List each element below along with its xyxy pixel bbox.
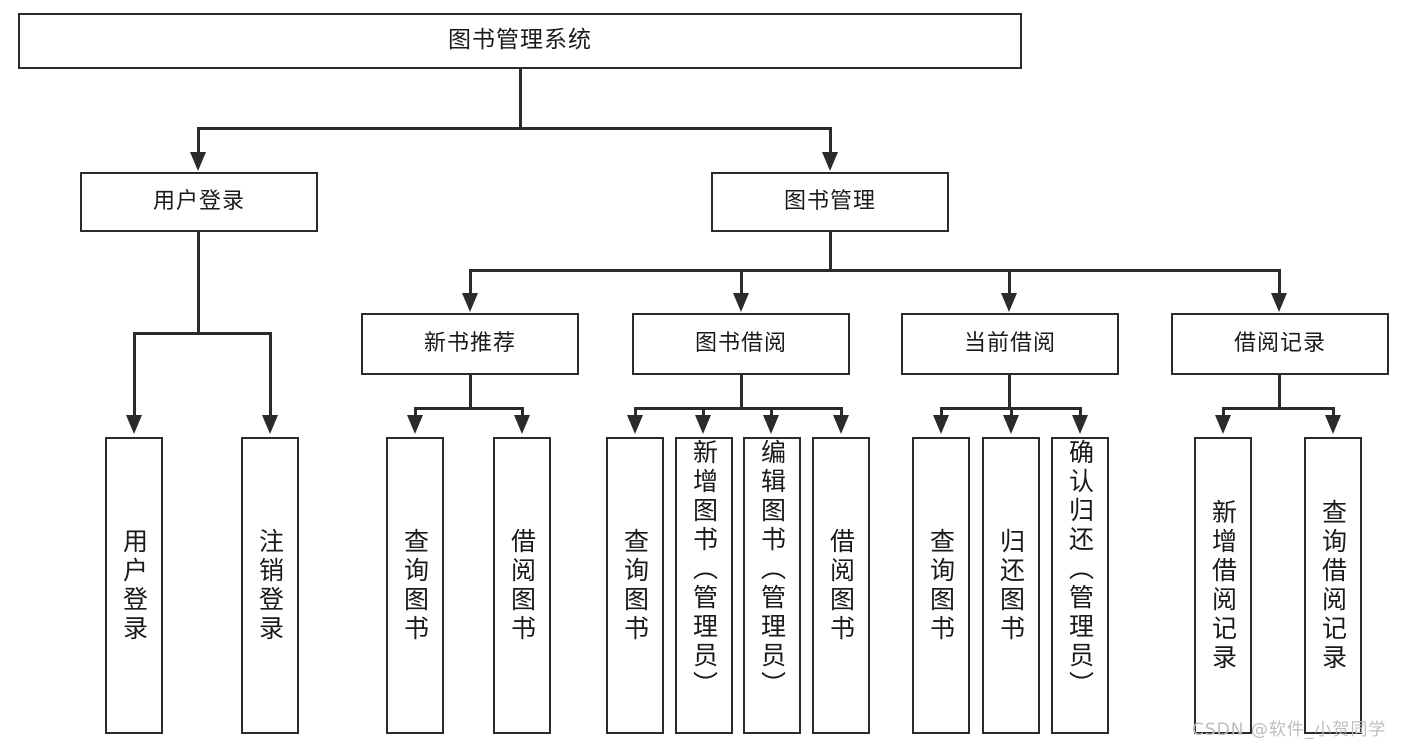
edge-root-stem: [519, 69, 522, 127]
leaf-label: 借阅图书: [826, 527, 856, 644]
leaf-logout[interactable]: 注销登录: [241, 437, 299, 734]
leaf-label: 查询图书: [620, 527, 650, 644]
edge-book-borrow-bar: [634, 407, 841, 410]
node-user-login[interactable]: 用户登录: [80, 172, 318, 232]
leaf-label: 借阅图书: [507, 527, 537, 644]
edge-current-borrow-stem: [1008, 375, 1011, 410]
node-current-borrow[interactable]: 当前借阅: [901, 313, 1119, 375]
leaf-label: 归还图书: [996, 527, 1026, 644]
leaf-edit-book-admin[interactable]: 编辑图书（管理员）: [743, 437, 801, 734]
leaf-label: 新增图书（管理员）: [689, 439, 719, 700]
leaf-label: 查询图书: [400, 527, 430, 644]
edge-new-book-recommend-stem: [469, 375, 472, 410]
node-label: 当前借阅: [963, 330, 1056, 356]
arrow-to-book-borrow: [733, 293, 749, 312]
arrow-to-book-mgmt: [822, 152, 838, 171]
arrow-leaf-query-record: [1325, 415, 1341, 434]
edge-book-mgmt-stem: [829, 232, 832, 272]
leaf-label: 新增借阅记录: [1208, 498, 1238, 673]
edge-user-login-stem: [197, 232, 200, 335]
edge-cb-branch-2: [1010, 407, 1013, 417]
leaf-label: 编辑图书（管理员）: [757, 439, 787, 700]
arrow-leaf-return-book: [1003, 415, 1019, 434]
node-label: 用户登录: [152, 188, 245, 214]
edge-book-mgmt-bar: [469, 269, 1281, 272]
arrow-leaf-add-book: [695, 415, 711, 434]
leaf-query-books-borrow[interactable]: 查询图书: [606, 437, 664, 734]
arrow-to-user-login: [190, 152, 206, 171]
edge-user-login-branch-2: [269, 332, 272, 417]
leaf-query-books-recommend[interactable]: 查询图书: [386, 437, 444, 734]
arrow-leaf-user-login: [126, 415, 142, 434]
arrow-leaf-borrow-books-1: [514, 415, 530, 434]
node-label: 图书借阅: [694, 330, 787, 356]
leaf-add-borrow-record[interactable]: 新增借阅记录: [1194, 437, 1252, 734]
edge-user-login-branch-1: [133, 332, 136, 417]
edge-bb-branch-1: [634, 407, 637, 417]
edge-to-borrow-record: [1278, 269, 1281, 295]
node-book-borrow[interactable]: 图书借阅: [632, 313, 850, 375]
edge-to-current-borrow: [1008, 269, 1011, 295]
node-book-management[interactable]: 图书管理: [711, 172, 949, 232]
edge-borrow-record-bar: [1222, 407, 1335, 410]
node-label: 图书管理系统: [448, 27, 592, 54]
node-label: 图书管理: [783, 188, 876, 214]
edge-root-bar: [197, 127, 832, 130]
edge-user-login-bar: [133, 332, 272, 335]
leaf-borrow-books-borrow[interactable]: 借阅图书: [812, 437, 870, 734]
arrow-to-new-book-recommend: [462, 293, 478, 312]
leaf-label: 查询图书: [926, 527, 956, 644]
edge-to-new-book-recommend: [469, 269, 472, 295]
edge-cb-branch-1: [940, 407, 943, 417]
arrow-to-current-borrow: [1001, 293, 1017, 312]
node-label: 新书推荐: [423, 330, 516, 356]
leaf-confirm-return-admin[interactable]: 确认归还（管理员）: [1051, 437, 1109, 734]
node-root-library-system[interactable]: 图书管理系统: [18, 13, 1022, 69]
node-borrow-record[interactable]: 借阅记录: [1171, 313, 1389, 375]
leaf-label: 确认归还（管理员）: [1065, 439, 1095, 700]
edge-root-to-user-login: [197, 127, 200, 154]
edge-borrow-record-stem: [1278, 375, 1281, 410]
leaf-return-books[interactable]: 归还图书: [982, 437, 1040, 734]
edge-br-branch-2: [1332, 407, 1335, 417]
edge-bb-branch-2: [702, 407, 705, 417]
leaf-label: 注销登录: [255, 527, 285, 644]
leaf-label: 用户登录: [119, 527, 149, 644]
leaf-user-login[interactable]: 用户登录: [105, 437, 163, 734]
arrow-leaf-add-record: [1215, 415, 1231, 434]
arrow-leaf-confirm-return: [1072, 415, 1088, 434]
edge-new-book-recommend-bar: [414, 407, 524, 410]
leaf-add-book-admin[interactable]: 新增图书（管理员）: [675, 437, 733, 734]
node-label: 借阅记录: [1233, 330, 1326, 356]
arrow-leaf-query-books-1: [407, 415, 423, 434]
node-new-book-recommend[interactable]: 新书推荐: [361, 313, 579, 375]
arrow-to-borrow-record: [1271, 293, 1287, 312]
leaf-borrow-books-recommend[interactable]: 借阅图书: [493, 437, 551, 734]
edge-bb-branch-3: [770, 407, 773, 417]
edge-to-book-borrow: [740, 269, 743, 295]
edge-nbr-branch-1: [414, 407, 417, 417]
arrow-leaf-query-books-3: [933, 415, 949, 434]
leaf-query-borrow-record[interactable]: 查询借阅记录: [1304, 437, 1362, 734]
arrow-leaf-borrow-books-2: [833, 415, 849, 434]
edge-br-branch-1: [1222, 407, 1225, 417]
edge-root-to-book-mgmt: [829, 127, 832, 154]
arrow-leaf-query-books-2: [627, 415, 643, 434]
edge-book-borrow-stem: [740, 375, 743, 410]
arrow-leaf-logout: [262, 415, 278, 434]
arrow-leaf-edit-book: [763, 415, 779, 434]
leaf-label: 查询借阅记录: [1318, 498, 1348, 673]
edge-nbr-branch-2: [521, 407, 524, 417]
edge-bb-branch-4: [840, 407, 843, 417]
leaf-query-books-current[interactable]: 查询图书: [912, 437, 970, 734]
edge-cb-branch-3: [1079, 407, 1082, 417]
